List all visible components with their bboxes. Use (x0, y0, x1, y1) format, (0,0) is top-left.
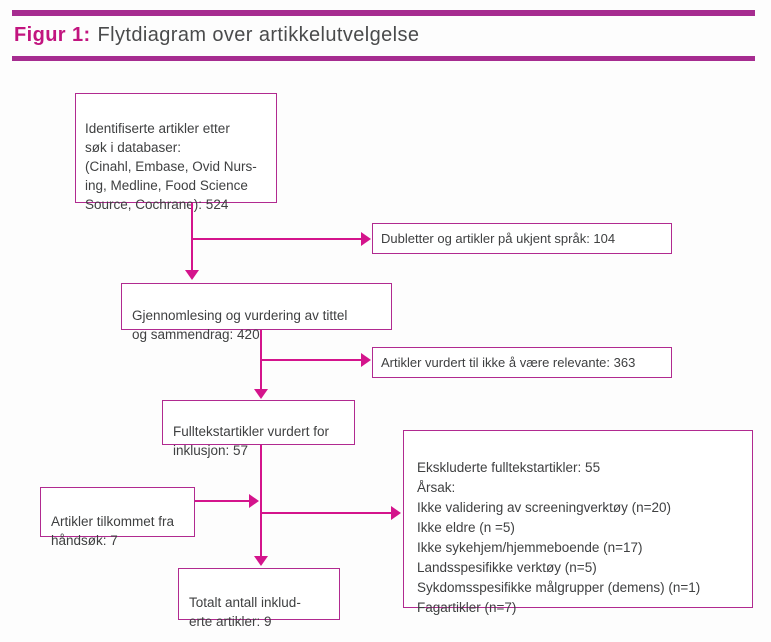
box-duplicates-text: Dubletter og artikler på ukjent språk: 1… (381, 231, 616, 246)
arrow-right-icon (249, 494, 259, 508)
box-included-text: Totalt antall inklud- erte artikler: 9 (189, 595, 301, 629)
box-total-included: Totalt antall inklud- erte artikler: 9 (178, 568, 340, 629)
box-identified-articles: Identifiserte artikler etter søk i datab… (75, 93, 277, 212)
header-bottom-rule (12, 56, 755, 61)
connector-to-excluded (261, 512, 392, 514)
connector-handsearch-in (195, 500, 250, 502)
connector-identified-to-screened (191, 203, 193, 271)
arrow-down-icon (185, 270, 199, 280)
connector-fulltext-to-included (260, 445, 262, 557)
box-handsearch: Artikler tilkommet fra håndsøk: 7 (40, 487, 195, 548)
box-duplicates: Dubletter og artikler på ukjent språk: 1… (372, 223, 672, 254)
box-not-relevant: Artikler vurdert til ikke å være relevan… (372, 347, 672, 378)
box-fulltext-assessed: Fulltekstartikler vurdert for inklusjon:… (162, 400, 355, 458)
figure-title: Flytdiagram over artikkelutvelgelse (97, 24, 420, 46)
arrow-right-icon (361, 353, 371, 367)
figure-label: Figur 1: (14, 24, 91, 46)
connector-to-not-relevant (261, 359, 361, 361)
box-excluded-text: Ekskluderte fulltekstartikler: 55 Årsak:… (417, 460, 701, 615)
arrow-down-icon (254, 389, 268, 399)
box-fulltext-text: Fulltekstartikler vurdert for inklusjon:… (173, 424, 330, 458)
arrow-right-icon (361, 232, 371, 246)
box-title-abstract-screening: Gjennomlesing og vurdering av tittel og … (121, 283, 392, 342)
box-screened-text: Gjennomlesing og vurdering av tittel og … (132, 308, 348, 342)
box-identified-text: Identifiserte artikler etter søk i datab… (85, 121, 257, 212)
box-excluded-fulltext: Ekskluderte fulltekstartikler: 55 Årsak:… (403, 430, 753, 615)
arrow-down-icon (254, 556, 268, 566)
box-handsearch-text: Artikler tilkommet fra håndsøk: 7 (51, 514, 175, 548)
connector-to-duplicates (191, 238, 361, 240)
figure-title-bar: Figur 1: Flytdiagram over artikkelutvelge… (14, 24, 419, 50)
box-not-relevant-text: Artikler vurdert til ikke å være relevan… (381, 355, 636, 370)
arrow-right-icon (391, 506, 401, 520)
header-top-rule (12, 10, 755, 16)
